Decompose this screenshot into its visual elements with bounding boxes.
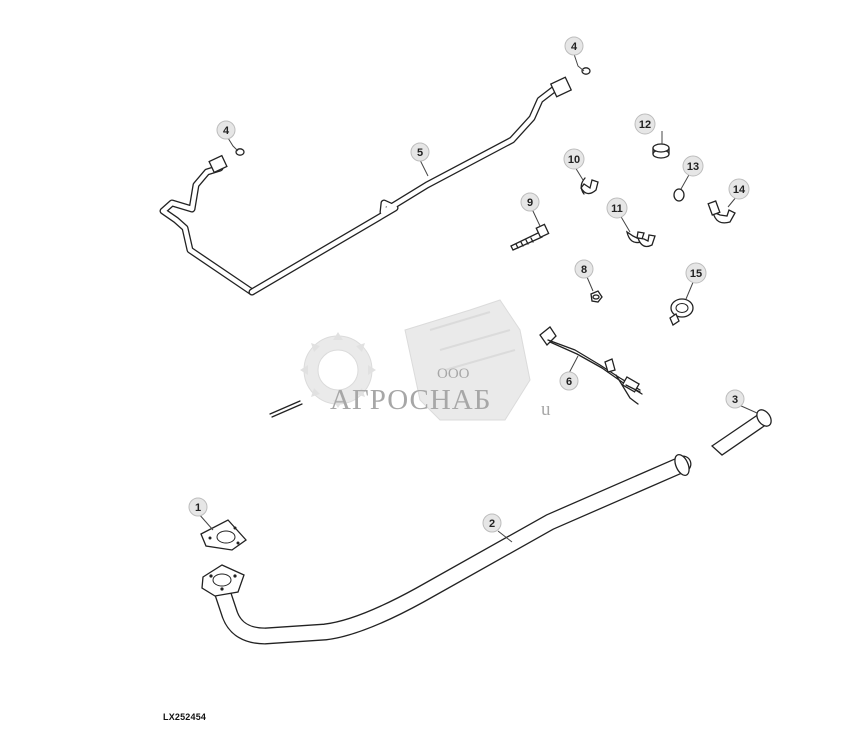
callout-15: 15 — [685, 262, 707, 284]
callout-1: 1 — [188, 497, 208, 517]
part-5-line-tube — [159, 76, 573, 296]
callout-15-label: 15 — [690, 268, 702, 280]
part-1-gasket — [200, 519, 247, 551]
watermark-small-text: ООО — [437, 366, 470, 382]
callout-4b-label: 4 — [223, 125, 230, 137]
callout-3-label: 3 — [732, 394, 738, 406]
watermark-gear-icon — [300, 332, 376, 408]
part-4-o-ring-right — [581, 67, 591, 75]
part-12-sleeve — [652, 143, 670, 159]
part-8-nut — [590, 290, 603, 303]
part-2-exhaust-pipe — [201, 454, 692, 645]
part-15-hose-clamp — [669, 298, 694, 326]
callout-8-label: 8 — [581, 264, 587, 276]
tube-fitting-left — [208, 154, 228, 174]
callout-13: 13 — [682, 155, 704, 177]
part-14-hose-clamp — [707, 200, 736, 224]
callout-11-label: 11 — [611, 203, 623, 215]
callout-9-label: 9 — [527, 197, 533, 209]
watermark-brand-text: АГРОСНАБ — [330, 384, 491, 416]
callout-10-label: 10 — [568, 154, 580, 166]
watermark: ООО АГРОСНАБ u — [300, 299, 551, 421]
callout-11: 11 — [606, 197, 628, 219]
watermark-harvester-icon — [404, 299, 531, 421]
callout-4a: 4 — [564, 36, 584, 56]
callout-1-label: 1 — [195, 502, 201, 514]
callout-6: 6 — [559, 371, 579, 391]
callout-2-label: 2 — [489, 518, 495, 530]
callout-4b: 4 — [216, 120, 236, 140]
callout-12-label: 12 — [639, 119, 651, 131]
watermark-suffix-text: u — [541, 399, 551, 420]
figure-reference-code: LX252454 — [163, 712, 207, 722]
small-pin — [269, 400, 303, 418]
callout-9: 9 — [520, 192, 540, 212]
part-6-sensor-harness — [539, 326, 643, 405]
part-9-bolt — [510, 223, 550, 251]
callout-10: 10 — [563, 148, 585, 170]
callout-5-label: 5 — [417, 147, 423, 159]
part-13-o-ring — [673, 188, 685, 202]
callout-6-label: 6 — [566, 376, 572, 388]
part-10-clamp — [580, 177, 599, 195]
callout-4a-label: 4 — [571, 41, 578, 53]
callout-14-label: 14 — [733, 184, 746, 196]
callout-8: 8 — [574, 259, 594, 279]
callout-3: 3 — [725, 389, 745, 409]
callout-12: 12 — [634, 113, 656, 135]
callout-13-label: 13 — [687, 161, 699, 173]
callout-14: 14 — [728, 178, 750, 200]
tube-fitting-right — [549, 76, 573, 98]
callout-2: 2 — [482, 513, 502, 533]
callout-5: 5 — [410, 142, 430, 162]
part-11-double-clamp — [625, 230, 656, 248]
part-3-cone-tailpiece — [710, 409, 772, 456]
